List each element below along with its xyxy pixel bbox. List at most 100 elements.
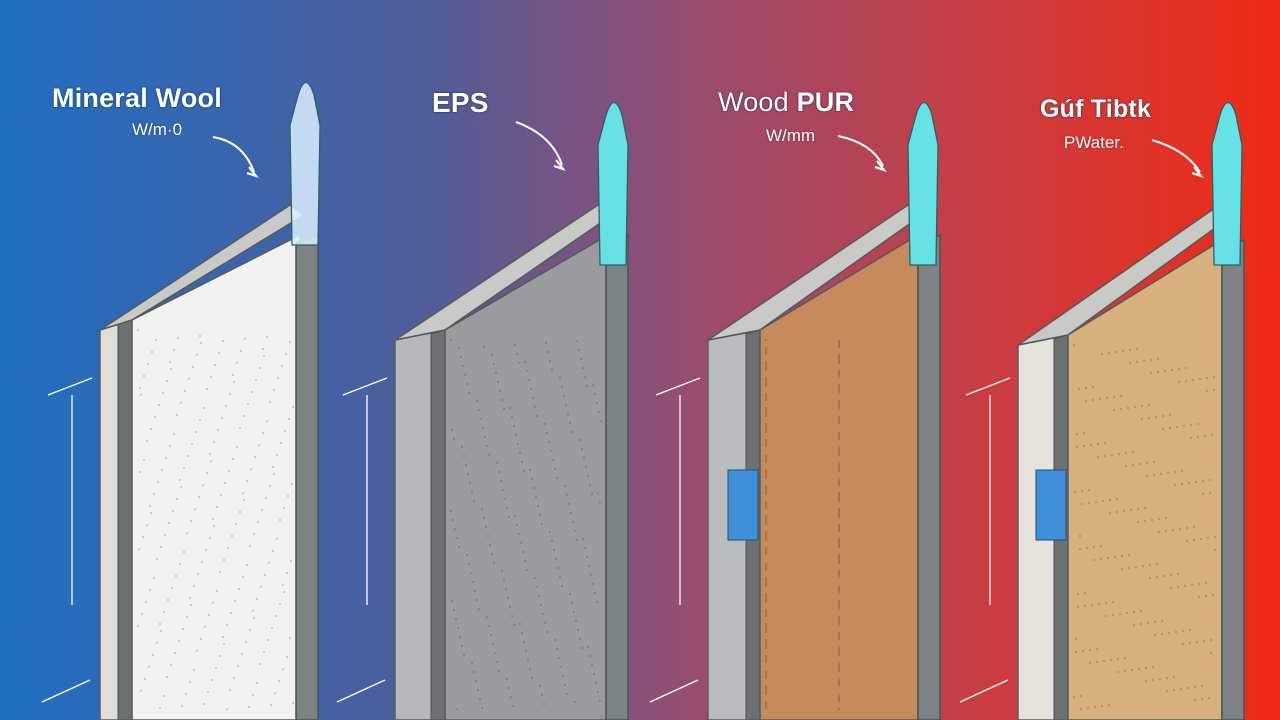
- core-texture-dot: [1122, 509, 1126, 513]
- core-texture-dot: [837, 697, 841, 701]
- core-texture-dot: [507, 686, 511, 690]
- core-texture-dot: [598, 500, 602, 504]
- core-texture-dot: [181, 627, 185, 631]
- core-texture-dot: [764, 518, 768, 522]
- core-texture-dot: [1149, 358, 1153, 362]
- core-texture-dot: [837, 601, 841, 605]
- core-texture-dot: [477, 607, 481, 611]
- core-texture-dot: [1107, 351, 1111, 355]
- core-texture-dot: [837, 399, 841, 403]
- core-texture-dot: [583, 546, 587, 550]
- core-texture-dot: [502, 407, 506, 411]
- core-texture-dot: [455, 536, 459, 540]
- core-texture-dot: [482, 516, 486, 520]
- core-texture-dot: [251, 609, 255, 613]
- core-texture-dot: [156, 480, 160, 484]
- core-texture-dot: [1105, 396, 1109, 400]
- core-texture-dot: [837, 389, 841, 393]
- core-texture-dot: [1110, 453, 1114, 457]
- core-texture-dot: [764, 552, 768, 556]
- core-texture-dot: [224, 404, 228, 408]
- core-texture-dot: [764, 640, 768, 644]
- core-texture-dot: [1101, 499, 1105, 503]
- core-texture-dot: [1175, 425, 1179, 429]
- core-texture-dot: [186, 454, 190, 458]
- core-texture-dot: [534, 495, 538, 499]
- core-texture-dot: [1089, 443, 1093, 447]
- core-texture-dot: [764, 614, 768, 618]
- core-texture-dot: [1116, 657, 1120, 661]
- core-texture-dot: [588, 654, 592, 658]
- core-texture-dot: [565, 493, 569, 497]
- arrow-head-icon: [1191, 166, 1204, 178]
- core-texture-dot: [569, 511, 573, 515]
- pointer-arrow-icon: [1151, 139, 1201, 173]
- core-texture-dot: [1209, 651, 1213, 655]
- core-texture-dot: [502, 578, 506, 582]
- core-texture-dot: [582, 456, 586, 460]
- dimension-tick: [342, 377, 388, 396]
- core-texture-dot: [560, 385, 564, 389]
- blue-tape-icon: [727, 469, 759, 541]
- core-texture-dot: [837, 667, 841, 671]
- core-texture-dot: [764, 706, 768, 710]
- core-texture-dot: [837, 369, 841, 373]
- core-texture-dot: [1086, 706, 1090, 710]
- core-texture-dot: [572, 610, 576, 614]
- core-texture-dot: [1171, 528, 1175, 532]
- core-texture-dot: [199, 637, 203, 641]
- core-texture-dot: [764, 468, 768, 472]
- core-texture-dot: [1103, 441, 1107, 445]
- core-texture-dot: [837, 345, 841, 349]
- core-texture-dot: [465, 553, 469, 557]
- core-texture-dot: [764, 362, 768, 366]
- core-texture-dot: [281, 667, 285, 671]
- core-texture-dot: [231, 457, 235, 461]
- core-texture-dot: [517, 532, 521, 536]
- core-texture-dot: [491, 642, 495, 646]
- insulation-panel-3: [649, 101, 941, 720]
- core-texture-dot: [1166, 471, 1170, 475]
- core-texture-dot: [581, 366, 585, 370]
- core-texture-dot: [837, 599, 841, 603]
- core-texture-dot: [192, 584, 196, 588]
- core-texture-dot: [837, 677, 841, 681]
- core-texture-dot: [229, 611, 233, 615]
- core-texture-dot: [1180, 469, 1184, 473]
- core-texture-dot: [197, 495, 201, 499]
- core-texture-dot: [1076, 592, 1080, 596]
- core-texture-dot: [1137, 667, 1141, 671]
- core-texture-dot: [1142, 359, 1146, 363]
- core-texture-dot: [228, 392, 232, 396]
- core-texture-dot: [452, 437, 456, 441]
- core-texture-dot: [176, 336, 180, 340]
- core-texture-dot: [837, 681, 841, 685]
- core-texture-dot: [1128, 348, 1132, 352]
- core-texture-dot: [486, 534, 490, 538]
- core-texture-dot: [837, 357, 841, 361]
- core-texture-dot: [543, 422, 547, 426]
- core-texture-dot: [1091, 398, 1095, 402]
- core-texture-dot: [1096, 455, 1100, 459]
- core-texture-dot: [291, 701, 295, 705]
- core-texture-dot: [1206, 536, 1210, 540]
- core-texture-dot: [585, 555, 589, 559]
- core-texture-dot: [1181, 642, 1185, 646]
- core-texture-dot: [837, 509, 841, 513]
- core-texture-dot: [235, 445, 239, 449]
- core-texture-dot: [1074, 650, 1078, 654]
- core-texture-dot: [837, 633, 841, 637]
- core-texture-dot: [837, 383, 841, 387]
- core-texture-dot: [161, 391, 165, 395]
- core-texture-dot: [198, 418, 202, 422]
- core-texture-dot: [837, 527, 841, 531]
- core-texture-dot: [837, 353, 841, 357]
- core-texture-dot: [138, 470, 142, 474]
- core-texture-dot: [206, 690, 210, 694]
- core-texture-dot: [590, 492, 594, 496]
- core-texture-dot: [552, 548, 556, 552]
- core-texture-dot: [520, 631, 524, 635]
- core-texture-dot: [1104, 614, 1108, 618]
- core-texture-dot: [764, 642, 768, 646]
- core-texture-dot: [1188, 641, 1192, 645]
